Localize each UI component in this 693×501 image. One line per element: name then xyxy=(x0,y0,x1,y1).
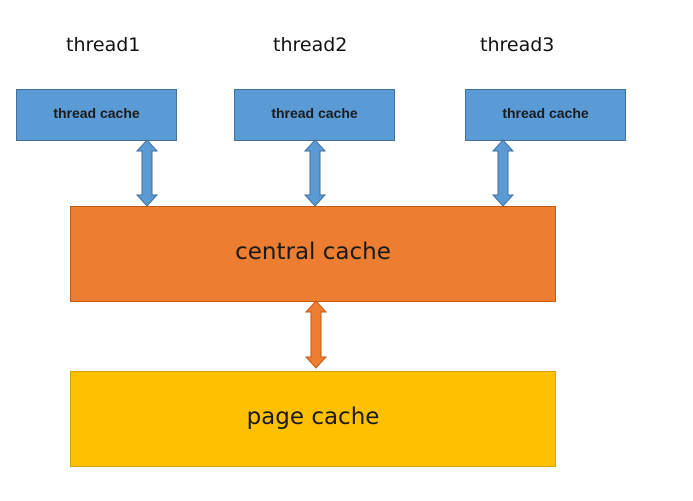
thread3-label: thread3 xyxy=(480,34,555,56)
thread-cache-box-3: thread cache xyxy=(465,89,626,141)
page-cache-label: page cache xyxy=(246,404,380,430)
double-arrow-thread1-central xyxy=(135,139,159,207)
central-cache-box: central cache xyxy=(70,206,556,302)
thread-cache-label-2: thread cache xyxy=(271,105,358,121)
thread2-label: thread2 xyxy=(273,34,348,56)
thread1-label: thread1 xyxy=(66,34,141,56)
thread-cache-box-2: thread cache xyxy=(234,89,395,141)
thread-cache-label-3: thread cache xyxy=(502,105,589,121)
double-arrow-thread2-central xyxy=(303,139,327,207)
double-arrow-thread3-central xyxy=(491,139,515,207)
thread-cache-label-1: thread cache xyxy=(53,105,140,121)
central-cache-label: central cache xyxy=(235,239,391,265)
double-arrow-central-page xyxy=(304,300,328,369)
thread-cache-box-1: thread cache xyxy=(16,89,177,141)
page-cache-box: page cache xyxy=(70,371,556,467)
